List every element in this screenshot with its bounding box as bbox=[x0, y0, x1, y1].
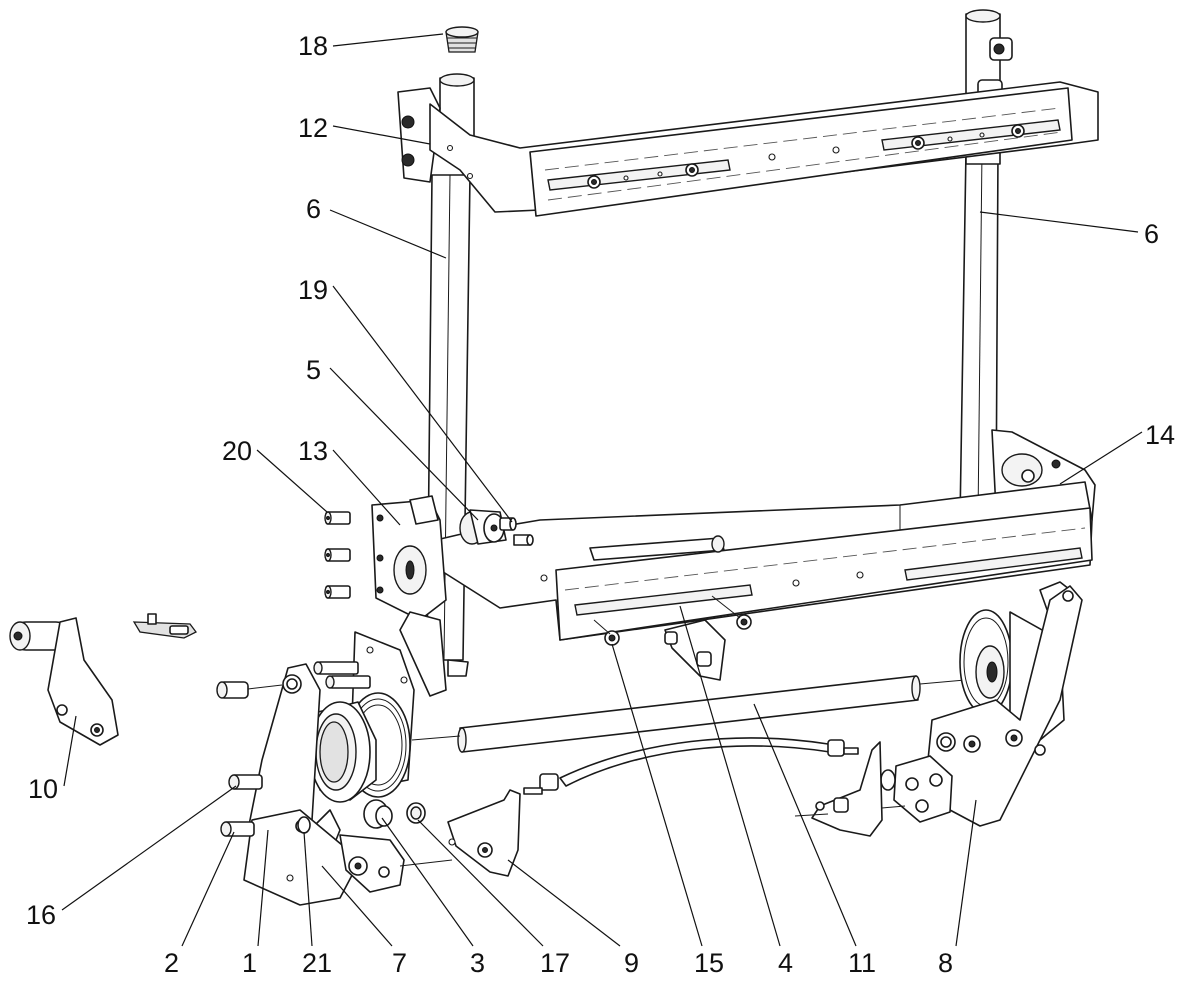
nut-17 bbox=[406, 802, 426, 824]
vertical-tube-right bbox=[959, 149, 999, 521]
hinge-block-5 bbox=[459, 509, 507, 545]
callout-8: 8 bbox=[938, 948, 953, 978]
callout-1: 1 bbox=[242, 948, 257, 978]
leader-2 bbox=[181, 831, 235, 947]
leader-1 bbox=[257, 829, 269, 947]
leader-21 bbox=[303, 831, 313, 947]
leader-11 bbox=[753, 703, 857, 947]
bolts-upper bbox=[216, 661, 371, 699]
end-cap-18 bbox=[445, 26, 479, 53]
leader-4 bbox=[679, 605, 781, 947]
bolts-20 bbox=[324, 511, 351, 599]
right-motor-block bbox=[880, 755, 953, 823]
bracket-9 bbox=[399, 789, 521, 877]
gear-assembly bbox=[309, 692, 411, 803]
leader-6-left bbox=[329, 209, 447, 259]
leader-3 bbox=[381, 817, 474, 947]
callout-16: 16 bbox=[26, 900, 56, 930]
key-part bbox=[132, 613, 197, 639]
bolts-16-2 bbox=[220, 774, 263, 837]
callout-10: 10 bbox=[28, 774, 58, 804]
leader-10 bbox=[63, 715, 77, 787]
leader-9 bbox=[507, 859, 621, 947]
upper-crossbar-channel bbox=[529, 87, 1073, 217]
leader-13 bbox=[332, 449, 401, 526]
side-plate-13 bbox=[371, 495, 447, 621]
callout-3: 3 bbox=[470, 948, 485, 978]
leader-8 bbox=[955, 799, 977, 947]
callout-20: 20 bbox=[222, 436, 252, 466]
callout-21: 21 bbox=[302, 948, 332, 978]
callout-4: 4 bbox=[778, 948, 793, 978]
leader-15 bbox=[611, 643, 703, 947]
callout-6-left: 6 bbox=[306, 194, 321, 224]
leader-lines bbox=[61, 33, 1143, 947]
callout-13: 13 bbox=[298, 436, 328, 466]
callout-15: 15 bbox=[694, 948, 724, 978]
callout-labels: 18 12 6 6 19 5 20 13 14 10 16 2 1 21 7 3… bbox=[26, 31, 1175, 978]
leader-5 bbox=[329, 367, 479, 521]
leader-16 bbox=[61, 785, 237, 911]
shaft-11 bbox=[411, 675, 966, 753]
leader-17 bbox=[417, 819, 544, 947]
callout-17: 17 bbox=[540, 948, 570, 978]
mount-tab bbox=[399, 611, 726, 697]
motor-bracket-3 bbox=[339, 799, 405, 893]
leader-18 bbox=[332, 33, 444, 47]
leader-12 bbox=[332, 125, 431, 145]
leader-6-right bbox=[979, 211, 1139, 233]
callout-6-right: 6 bbox=[1144, 219, 1159, 249]
leader-20 bbox=[256, 449, 328, 513]
callout-14: 14 bbox=[1145, 420, 1175, 450]
callout-9: 9 bbox=[624, 948, 639, 978]
spacer-21 bbox=[297, 816, 311, 834]
crossbar-bolts-15 bbox=[593, 595, 752, 646]
callout-5: 5 bbox=[306, 355, 321, 385]
callout-11: 11 bbox=[848, 948, 876, 978]
crank-handle-10 bbox=[9, 617, 119, 746]
leader-7 bbox=[321, 865, 393, 947]
callout-12: 12 bbox=[298, 113, 328, 143]
cable bbox=[523, 737, 859, 795]
callout-7: 7 bbox=[392, 948, 407, 978]
callout-2: 2 bbox=[164, 948, 179, 978]
leader-14 bbox=[1059, 431, 1143, 485]
leader-19 bbox=[332, 285, 513, 523]
callout-18: 18 bbox=[298, 31, 328, 61]
callout-19: 19 bbox=[298, 275, 328, 305]
lower-crossbar-channel bbox=[435, 481, 1093, 641]
